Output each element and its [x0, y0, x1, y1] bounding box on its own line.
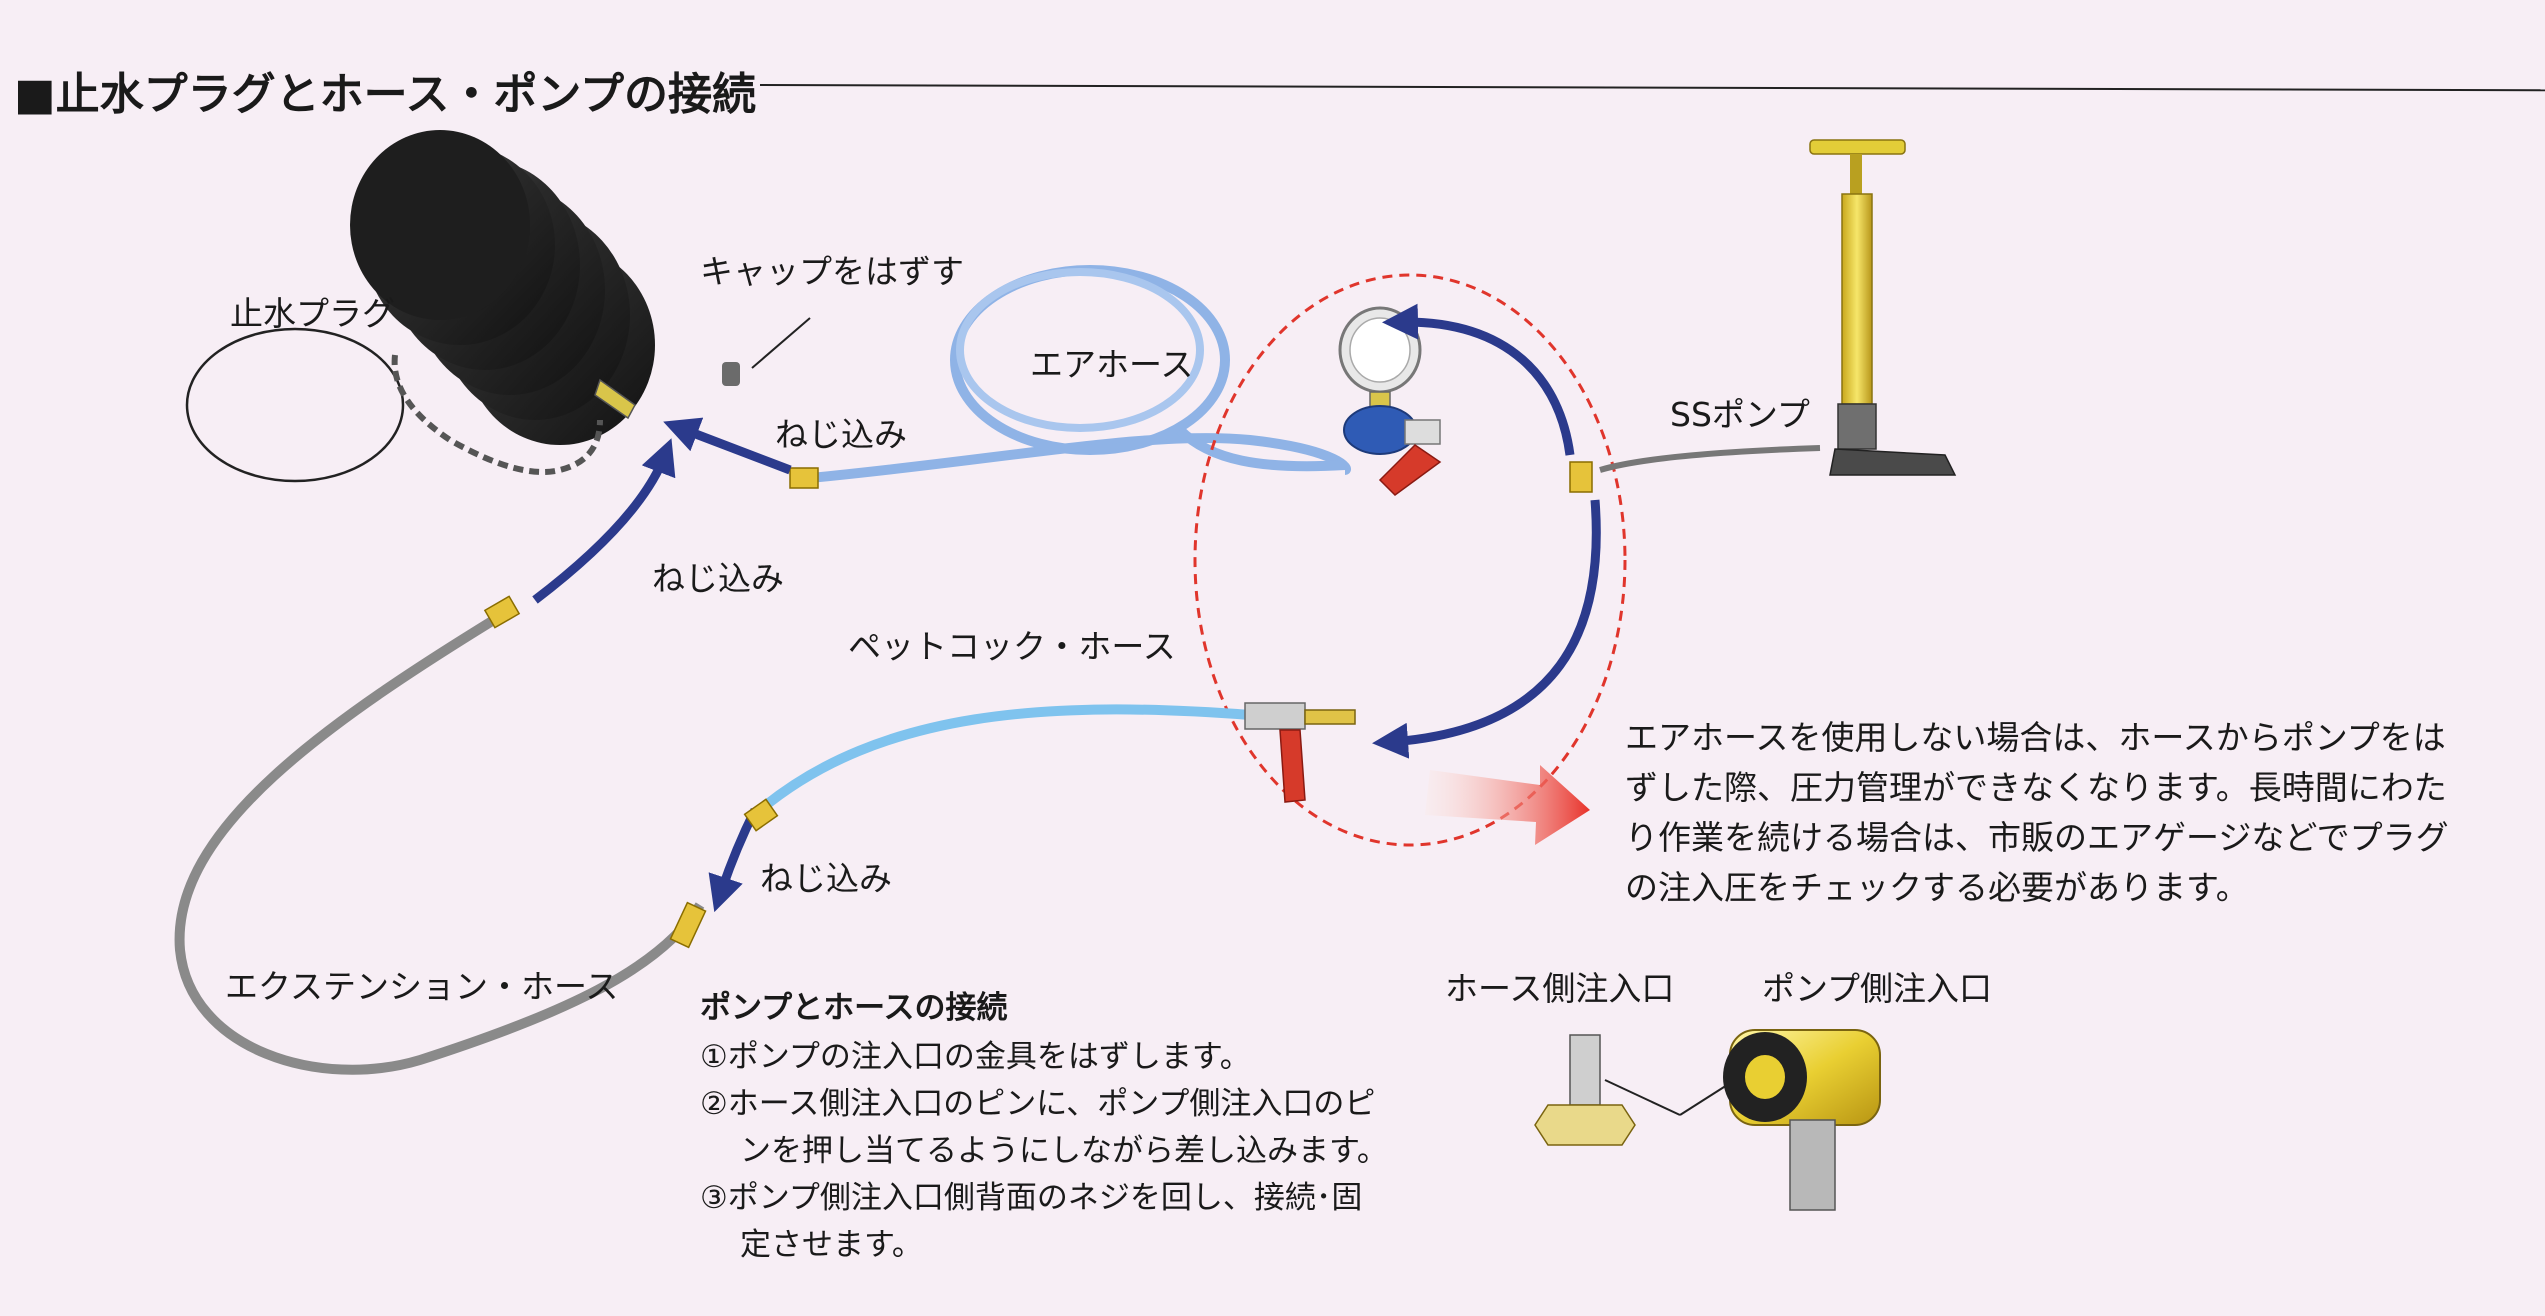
pump-barrel: [1841, 193, 1873, 405]
arrow-pump-to-petcock: [1372, 499, 1601, 759]
instruction-step-continued: 定させます。: [740, 1227, 923, 1263]
petcock-hose-fitting: [743, 798, 779, 832]
pump-hose: [1599, 445, 1821, 473]
hose-inlet-nut: [1534, 1104, 1636, 1146]
label-extension-hose: エクステンション・ホース: [225, 967, 619, 1006]
label-stopper-plug: 止水プラグ: [230, 294, 395, 333]
extension-hose-fitting-bottom: [669, 901, 707, 949]
plug-valve-stem: [594, 378, 636, 420]
label-hose-inlet: ホース側注入口: [1445, 969, 1675, 1008]
pump-handle: [1809, 139, 1906, 155]
petcock-hose: [743, 702, 1356, 832]
hose-inlet-pin: [1569, 1034, 1601, 1106]
extension-hose-fitting-top: [483, 595, 521, 629]
page-title: ■止水プラグとホース・ポンプの接続: [14, 69, 757, 120]
label-ss-pump: SSポンプ: [1670, 395, 1810, 434]
arrow-pump-to-gauge: [1382, 303, 1575, 456]
air-hose: [789, 265, 1351, 489]
note-line: ずした際、圧力管理ができなくなります。長時間にわた: [1625, 768, 2447, 807]
arrow-extension-to-plug: [532, 438, 676, 604]
inlet-detail: [1534, 1029, 1881, 1211]
ss-pump: [1569, 139, 1957, 493]
pump-inlet-knurled-body: [1789, 1119, 1836, 1211]
petcock-valve-body: [1244, 702, 1306, 730]
label-screw-in-airhose: ねじ込み: [775, 415, 907, 454]
air-hose-fitting: [789, 467, 819, 489]
plug-outline-ellipse: [185, 327, 405, 483]
plug-body: [350, 130, 655, 445]
label-air-hose: エアホース: [1030, 345, 1194, 384]
big-red-arrow: [1425, 765, 1590, 845]
extension-hose: [174, 595, 707, 1075]
petcock-valve-handle: [1279, 729, 1306, 803]
connection-instructions: ポンプとホースの接続 ①ポンプの注入口の金具をはずします。 ②ホース側注入口のピ…: [700, 985, 1460, 1269]
flow-arrows: [532, 303, 1601, 913]
pump-hose-coupler: [1569, 461, 1593, 493]
instruction-step: ③ポンプ側注入口側背面のネジを回し、接続･固: [700, 1180, 1363, 1216]
instructions-heading: ポンプとホースの接続: [700, 990, 1008, 1026]
pump-base: [1829, 448, 1957, 476]
pressure-gauge-assembly: [1338, 306, 1442, 496]
air-hose-note: エアホースを使用しない場合は、ホースからポンプをは ずした際、圧力管理ができなく…: [1625, 713, 2525, 913]
label-petcock-hose: ペットコック・ホース: [848, 627, 1176, 666]
arrow-airhose-to-plug: [663, 417, 792, 475]
gauge-valve-handle: [1378, 444, 1442, 496]
highlight-dashed-circle: [1193, 273, 1627, 847]
note-line: の注入圧をチェックする必要があります。: [1625, 868, 2249, 907]
label-pump-inlet: ポンプ側注入口: [1762, 969, 1993, 1008]
note-line: り作業を続ける場合は、市販のエアゲージなどでプラグ: [1625, 818, 2449, 857]
note-line: エアホースを使用しない場合は、ホースからポンプをは: [1625, 718, 2446, 757]
plug-chain: [391, 354, 603, 475]
instruction-step-continued: ンを押し当てるようにしながら差し込みます。: [740, 1133, 1388, 1169]
label-screw-in-petcock: ねじ込み: [760, 859, 892, 898]
cap-part: [722, 317, 811, 386]
label-remove-cap: キャップをはずす: [700, 252, 964, 291]
instruction-step: ①ポンプの注入口の金具をはずします。: [700, 1039, 1251, 1075]
instruction-step: ②ホース側注入口のピンに、ポンプ側注入口のピ: [700, 1086, 1376, 1122]
label-screw-in-extension: ねじ込み: [652, 559, 784, 598]
stopper-plug: [185, 130, 655, 483]
